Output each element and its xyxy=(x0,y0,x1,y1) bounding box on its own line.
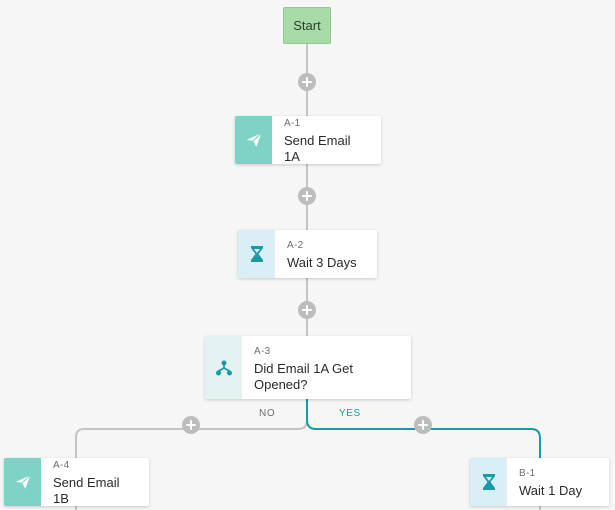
add-step-button[interactable] xyxy=(298,187,316,205)
add-step-button[interactable] xyxy=(414,416,432,434)
step-code: A-2 xyxy=(287,240,304,251)
hourglass-icon xyxy=(238,230,275,278)
branch-label-no: NO xyxy=(259,408,276,419)
step-code: A-1 xyxy=(284,118,301,129)
branch-label-yes: YES xyxy=(339,408,361,419)
step-name: Wait 3 Days xyxy=(287,255,357,270)
workflow-step-a3[interactable]: A-3 Did Email 1A Get Opened? xyxy=(205,336,411,399)
step-code: B-1 xyxy=(519,468,536,479)
step-name: Send Email 1B xyxy=(53,475,120,506)
add-step-button[interactable] xyxy=(298,301,316,319)
start-label: Start xyxy=(293,18,321,33)
split-branch-icon xyxy=(205,336,242,399)
workflow-step-a2[interactable]: A-2 Wait 3 Days xyxy=(238,230,377,278)
workflow-step-a4[interactable]: A-4 Send Email 1B xyxy=(4,458,149,506)
step-name: Did Email 1A Get Opened? xyxy=(254,360,353,392)
workflow-step-b1[interactable]: B-1 Wait 1 Day xyxy=(470,458,609,506)
step-code: A-3 xyxy=(254,345,271,357)
step-name: Wait 1 Day xyxy=(519,483,583,498)
hourglass-icon xyxy=(470,458,507,506)
step-code: A-4 xyxy=(53,460,70,471)
step-name: Send Email 1A xyxy=(284,133,351,164)
add-step-button[interactable] xyxy=(182,416,200,434)
paper-plane-icon xyxy=(4,458,41,506)
paper-plane-icon xyxy=(235,116,272,164)
add-step-button[interactable] xyxy=(298,73,316,91)
workflow-step-a1[interactable]: A-1 Send Email 1A xyxy=(235,116,381,164)
start-node[interactable]: Start xyxy=(283,7,331,44)
